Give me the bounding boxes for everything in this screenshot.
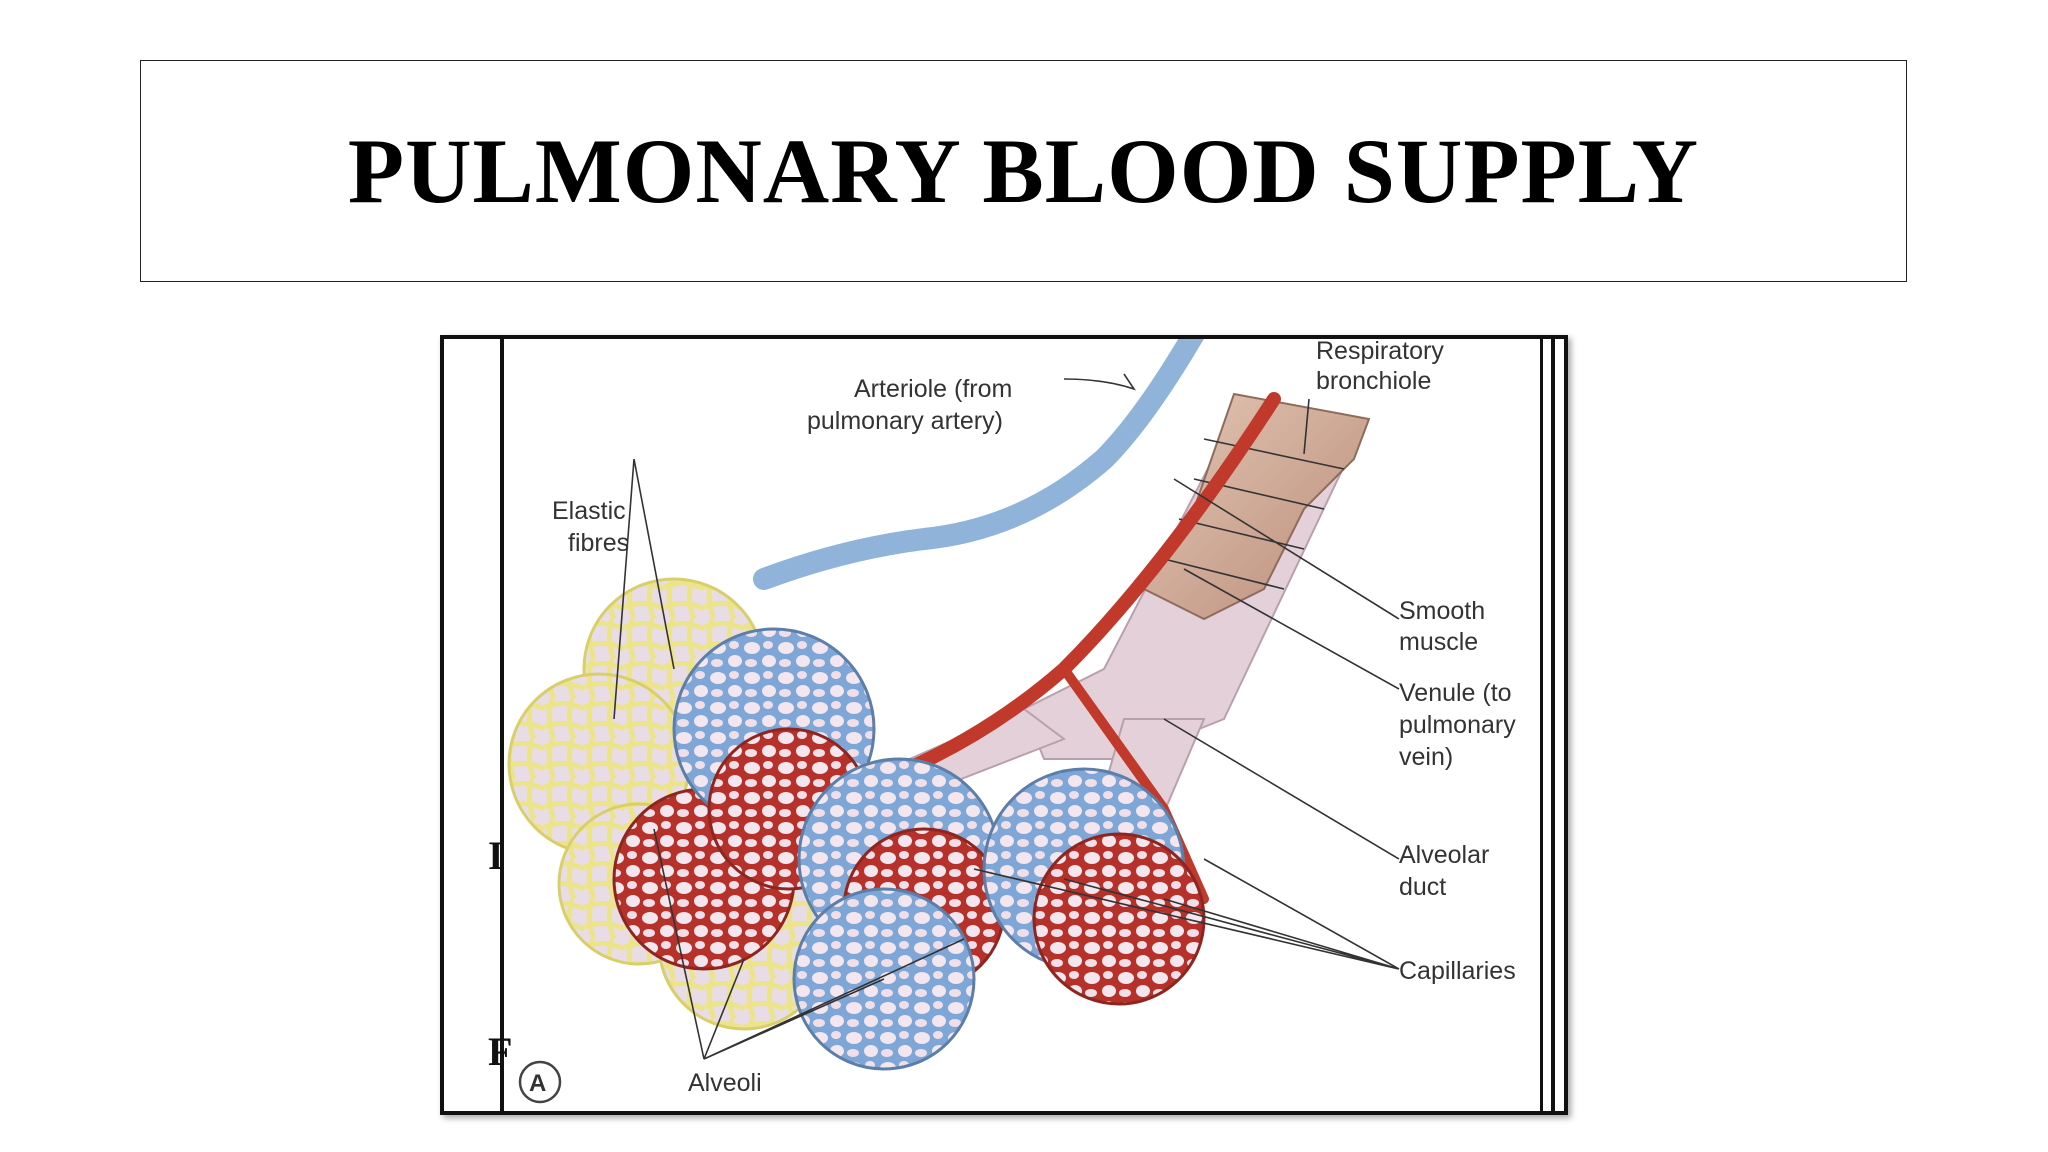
- label-capillaries: Capillaries: [1399, 957, 1516, 985]
- label-alveolar: Alveolar: [1399, 841, 1489, 869]
- label-fibres: fibres: [568, 529, 629, 557]
- image-inner-frame: [500, 335, 1555, 1115]
- label-duct: duct: [1399, 873, 1446, 901]
- label-bronchiole: bronchiole: [1316, 367, 1431, 395]
- label-arteriole-2: pulmonary artery): [807, 407, 1003, 435]
- alveolus-capillary: [1032, 832, 1206, 1006]
- panel-badge-circle: [518, 1060, 562, 1104]
- label-smooth: Smooth: [1399, 597, 1485, 625]
- arteriole-vessel: [753, 339, 1204, 590]
- label-arteriole-1: Arteriole (from: [854, 375, 1012, 403]
- label-venule-3: vein): [1399, 743, 1453, 771]
- slide-title: PULMONARY BLOOD SUPPLY: [347, 120, 1700, 222]
- label-muscle: muscle: [1399, 628, 1478, 656]
- panel-label: A: [529, 1070, 546, 1097]
- label-venule-2: pulmonary: [1399, 711, 1516, 739]
- label-venule-1: Venule (to: [1399, 679, 1512, 707]
- label-respiratory: Respiratory: [1316, 339, 1444, 365]
- hidden-text-glyph: F: [488, 1029, 513, 1074]
- hidden-text-glyph: I: [488, 833, 504, 878]
- label-elastic: Elastic: [552, 497, 626, 525]
- venule-vessel: [877, 392, 1281, 786]
- alveoli-diagram: Respiratory bronchiole Arteriole (from p…: [507, 339, 1516, 1104]
- label-alveoli: Alveoli: [688, 1069, 762, 1097]
- title-box: PULMONARY BLOOD SUPPLY: [140, 60, 1907, 282]
